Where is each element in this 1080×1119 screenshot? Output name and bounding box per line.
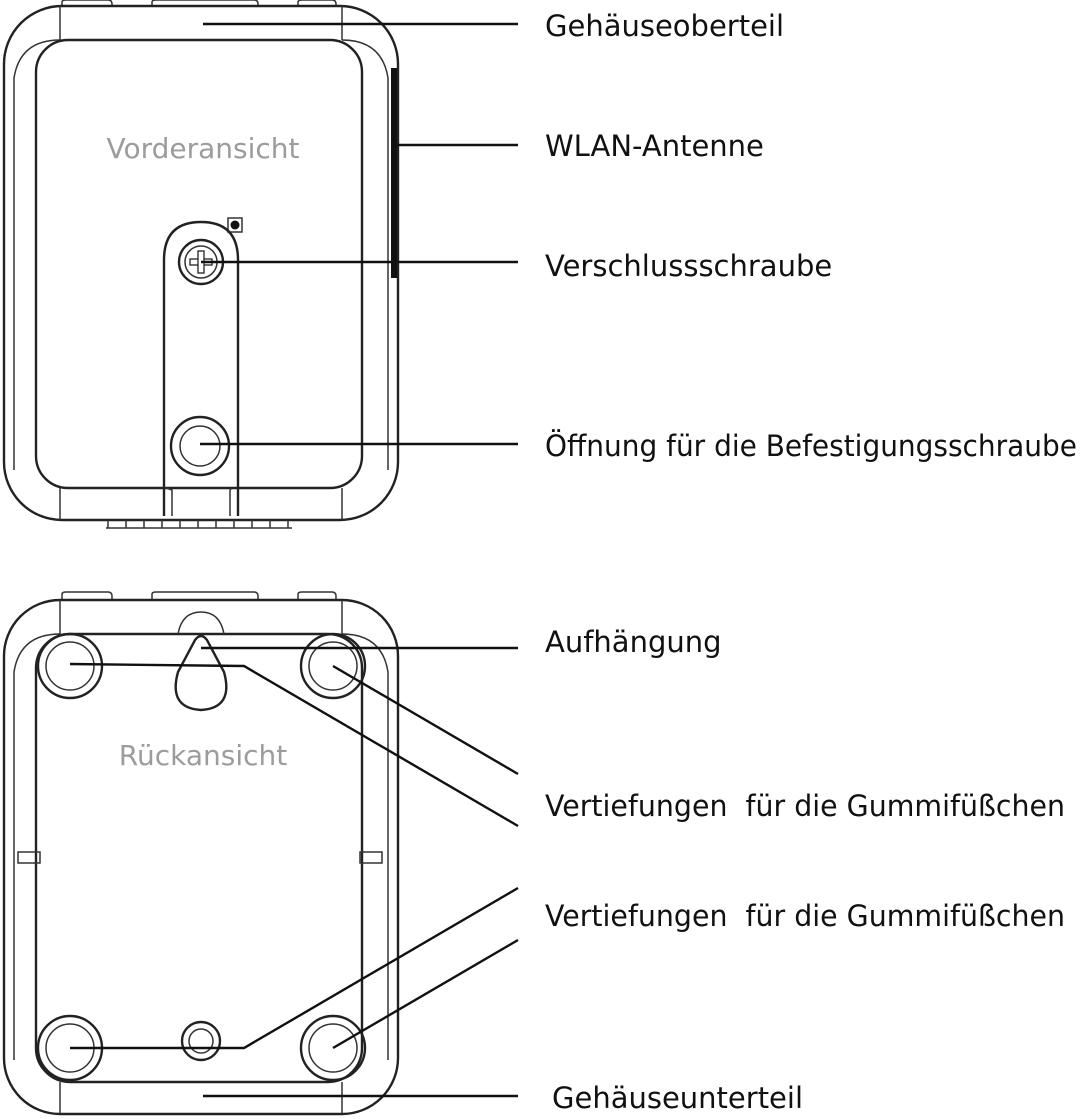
label-hanger: Aufhängung xyxy=(545,625,722,659)
label-locking-screw: Verschlussschraube xyxy=(545,249,832,283)
front-side-frame-right xyxy=(341,39,389,470)
front-lock-strip-inner xyxy=(165,487,233,516)
back-side-frame-right xyxy=(341,633,389,1060)
leader-foot-top-right xyxy=(332,664,519,776)
back-screw-boss-inner xyxy=(188,1028,214,1054)
back-side-frame-left xyxy=(13,633,61,1060)
leader-foot-bottom-left xyxy=(70,886,519,1050)
foot-recess-top-left-inner xyxy=(45,641,95,691)
hanger-keyhole-icon xyxy=(174,634,228,712)
mounting-hole-outer xyxy=(169,415,231,477)
foot-recess-top-right-outer xyxy=(299,632,367,700)
label-housing-bottom: Gehäuseunterteil xyxy=(552,1081,803,1115)
back-top-tab-right xyxy=(297,591,337,600)
front-lock-strip xyxy=(162,220,240,516)
back-side-clip-left xyxy=(17,851,41,864)
back-outer-shell xyxy=(2,598,400,1116)
led-indicator-icon xyxy=(230,220,240,230)
led-indicator-frame xyxy=(227,217,243,233)
foot-recess-bottom-right-inner xyxy=(308,1023,358,1073)
back-inner-panel xyxy=(34,632,364,1084)
foot-recess-top-right-inner xyxy=(308,641,358,691)
front-top-tab-right xyxy=(297,0,337,6)
front-bottom-vents xyxy=(106,520,292,529)
front-inner-panel xyxy=(34,38,364,490)
leader-lines xyxy=(69,22,519,1098)
label-mounting-screw-hole: Öffnung für die Befestigungsschraube xyxy=(545,429,1077,463)
mounting-hole-inner xyxy=(179,425,221,467)
front-top-tab-left xyxy=(61,0,113,6)
foot-recess-bottom-right-outer xyxy=(299,1014,367,1082)
front-view-drawing xyxy=(2,0,400,529)
leader-foot-top-left xyxy=(69,662,519,828)
label-wlan-antenna: WLAN-Antenne xyxy=(545,129,764,163)
label-rubber-feet-bottom: Vertiefungen für die Gummifüßchen xyxy=(545,899,1065,933)
back-top-tab-center xyxy=(151,591,259,600)
foot-recess-top-left-outer xyxy=(36,632,104,700)
back-hanger-bump xyxy=(177,611,225,635)
back-view-drawing xyxy=(2,591,400,1116)
back-screw-boss-outer xyxy=(180,1020,222,1062)
front-view-title: Vorderansicht xyxy=(106,132,299,165)
back-top-tab-left xyxy=(61,591,113,600)
back-view-title: Rückansicht xyxy=(119,739,287,772)
back-side-clip-right xyxy=(359,851,383,864)
wlan-antenna-bar xyxy=(391,68,397,278)
leader-foot-bottom-right xyxy=(332,938,519,1050)
label-housing-top: Gehäuseoberteil xyxy=(545,9,784,43)
front-top-tab-center xyxy=(151,0,259,6)
label-rubber-feet-top: Vertiefungen für die Gummifüßchen xyxy=(545,789,1065,823)
front-side-frame-left xyxy=(13,39,61,470)
